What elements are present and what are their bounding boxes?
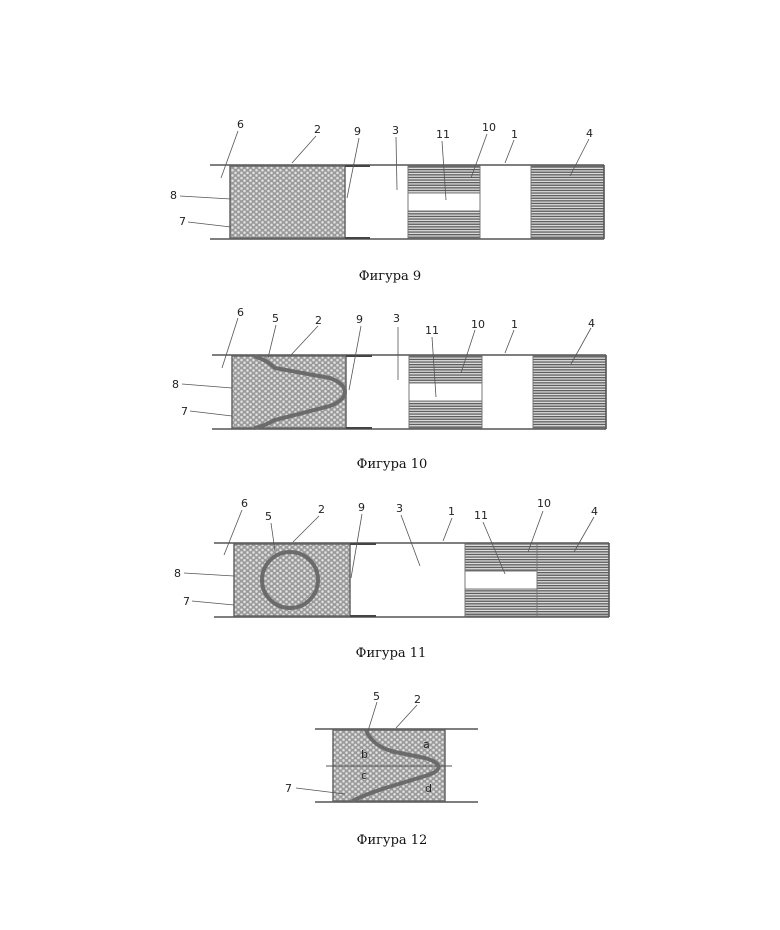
- label-9: 9: [358, 501, 365, 514]
- label-10: 10: [482, 121, 496, 134]
- label-10: 10: [471, 318, 485, 331]
- label-11: 11: [436, 128, 450, 141]
- caption-figure-10: Фигура 10: [357, 457, 428, 472]
- striped-segment-upper: [409, 356, 482, 383]
- label-6: 6: [237, 118, 244, 131]
- leader-line: [291, 326, 318, 355]
- filter-segment: [234, 544, 350, 616]
- label-8: 8: [170, 189, 177, 202]
- leader-line: [182, 384, 232, 388]
- label-5: 5: [272, 312, 279, 325]
- label-3: 3: [392, 124, 399, 137]
- label-6: 6: [241, 497, 248, 510]
- leader-line: [443, 518, 452, 541]
- label-7: 7: [183, 595, 190, 608]
- leader-line: [192, 601, 234, 605]
- leader-line: [293, 516, 319, 542]
- label-3: 3: [396, 502, 403, 515]
- label-2: 2: [315, 314, 322, 327]
- label-2: 2: [318, 503, 325, 516]
- tobacco-segment: [533, 356, 606, 428]
- leader-line: [368, 702, 377, 731]
- label-1: 1: [448, 505, 455, 518]
- leader-line: [180, 196, 231, 199]
- label-10: 10: [537, 497, 551, 510]
- label-5: 5: [265, 510, 272, 523]
- striped-segment-lower: [408, 211, 480, 238]
- label-2: 2: [414, 693, 421, 706]
- leader-line: [292, 136, 316, 163]
- figure-11: 6 5 2 9 3 1 11 10 4 8 7 Фигура 11: [174, 497, 609, 661]
- region-c: c: [361, 769, 367, 782]
- leader-line: [505, 330, 514, 353]
- label-11: 11: [474, 509, 488, 522]
- region-d: d: [425, 782, 432, 795]
- leader-line: [347, 138, 359, 198]
- label-11: 11: [425, 324, 439, 337]
- caption-figure-12: Фигура 12: [357, 833, 428, 848]
- leader-line: [190, 411, 232, 416]
- label-1: 1: [511, 128, 518, 141]
- figure-9: 6 2 9 3 11 10 1 4 8 7 Фигура 9: [170, 118, 604, 284]
- leader-line: [188, 222, 231, 227]
- tobacco-segment: [531, 166, 604, 238]
- striped-segment-lower: [465, 589, 537, 616]
- leader-line: [396, 137, 397, 190]
- leader-line: [396, 705, 417, 728]
- tobacco-segment: [537, 544, 609, 616]
- label-5: 5: [373, 690, 380, 703]
- striped-segment-lower: [409, 401, 482, 428]
- label-4: 4: [586, 127, 593, 140]
- label-2: 2: [314, 123, 321, 136]
- region-b: b: [361, 748, 368, 761]
- caption-figure-9: Фигура 9: [359, 269, 421, 284]
- label-4: 4: [588, 317, 595, 330]
- region-a: a: [423, 738, 430, 751]
- caption-figure-11: Фигура 11: [356, 646, 427, 661]
- label-7: 7: [179, 215, 186, 228]
- label-9: 9: [354, 125, 361, 138]
- figure-12: 5 2 a b c d 7 Фигура 12: [285, 690, 478, 848]
- label-4: 4: [591, 505, 598, 518]
- label-3: 3: [393, 312, 400, 325]
- filter-segment: [230, 166, 345, 238]
- label-6: 6: [237, 306, 244, 319]
- leader-line: [184, 573, 234, 576]
- label-8: 8: [174, 567, 181, 580]
- label-8: 8: [172, 378, 179, 391]
- leader-line: [351, 514, 362, 578]
- figure-10: 6 5 2 9 3 11 10 1 4 8 7 Фигура 10: [172, 306, 606, 472]
- label-7: 7: [181, 405, 188, 418]
- label-9: 9: [356, 313, 363, 326]
- label-1: 1: [511, 318, 518, 331]
- leader-line: [505, 140, 514, 163]
- striped-segment-upper: [465, 544, 537, 571]
- leader-line: [401, 515, 420, 566]
- leader-line: [268, 325, 276, 358]
- label-7: 7: [285, 782, 292, 795]
- leader-line: [349, 326, 361, 390]
